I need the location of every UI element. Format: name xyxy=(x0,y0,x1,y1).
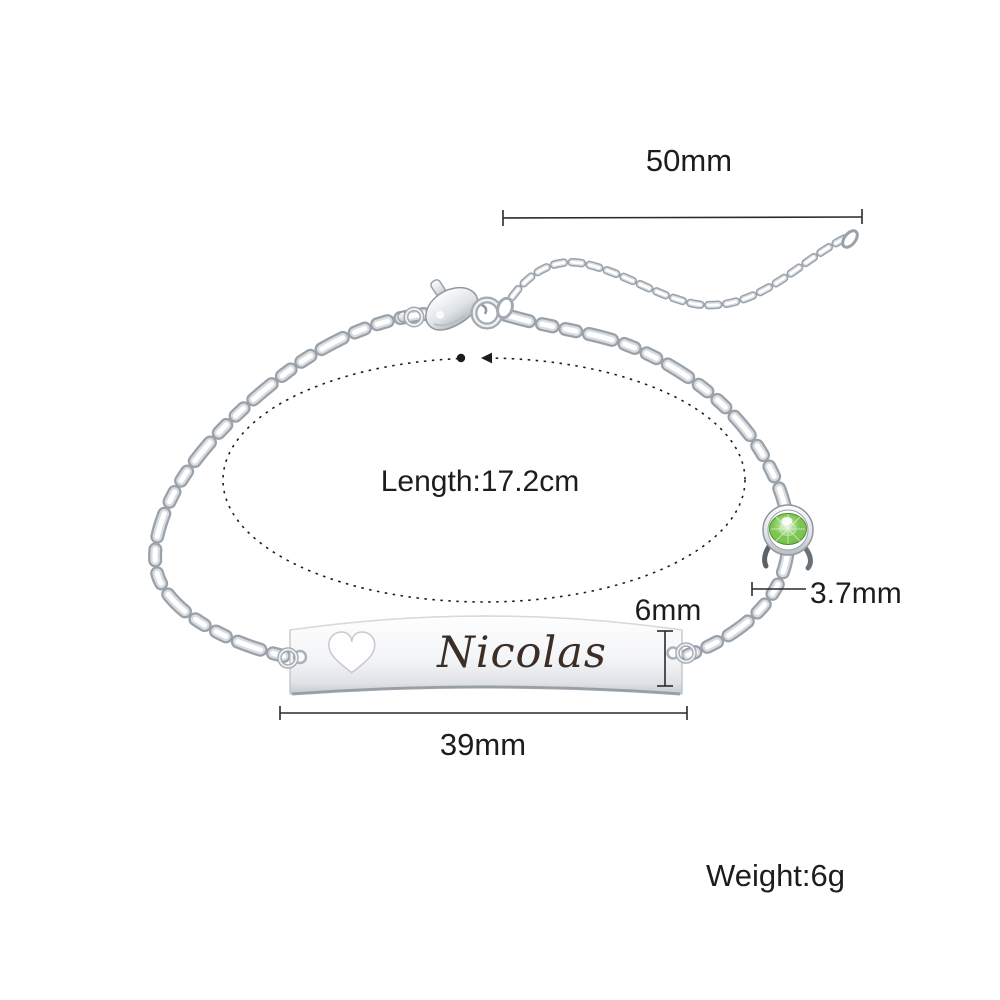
junction-link xyxy=(496,296,514,320)
dot-marker-icon xyxy=(456,353,466,363)
bar-jump-ring-left-highlight xyxy=(278,648,298,668)
length-label: Length:17.2cm xyxy=(381,465,579,498)
bar-height-label: 6mm xyxy=(635,594,702,627)
bar-width-dimension: 39mm xyxy=(279,706,688,762)
stone-glint xyxy=(781,517,793,525)
stone-shade-overlay xyxy=(769,513,807,545)
clasp-shading xyxy=(433,314,466,327)
left-arrowhead-icon xyxy=(481,352,492,364)
extension-end-link xyxy=(841,229,859,249)
length-ellipse xyxy=(222,357,746,603)
bar-jump-ring-right-highlight xyxy=(676,643,696,663)
stone-dimension-label: 3.7mm xyxy=(810,577,902,610)
stone-dimension: 3.7mm xyxy=(751,577,902,610)
birthstone xyxy=(762,504,814,571)
heart-icon xyxy=(328,631,376,674)
name-bar-bottom-rim xyxy=(291,685,681,696)
engraved-name: Nicolas xyxy=(436,628,607,678)
clasp-ring-highlight xyxy=(472,298,502,328)
stone-shadow-link-left xyxy=(762,542,773,569)
name-bar-top-rim xyxy=(289,615,683,631)
bar-width-label: 39mm xyxy=(440,727,526,762)
length-measure: Length:17.2cm xyxy=(222,349,746,603)
name-bar: Nicolas xyxy=(277,615,697,696)
extension-chain xyxy=(512,229,859,305)
length-ellipse-gap xyxy=(465,349,483,368)
weight-label: Weight:6g xyxy=(706,858,845,893)
stone-shadow-link-right xyxy=(803,546,813,571)
clasp-body xyxy=(425,286,479,331)
clasp-sheen xyxy=(436,310,445,319)
clasp-small-ring-highlight xyxy=(405,308,423,326)
lobster-clasp xyxy=(397,279,514,331)
extension-dimension: 50mm xyxy=(502,143,863,226)
extension-dimension-label: 50mm xyxy=(646,143,732,178)
extension-dimension-line xyxy=(502,216,863,219)
bar-height-dimension: 6mm xyxy=(635,594,702,687)
